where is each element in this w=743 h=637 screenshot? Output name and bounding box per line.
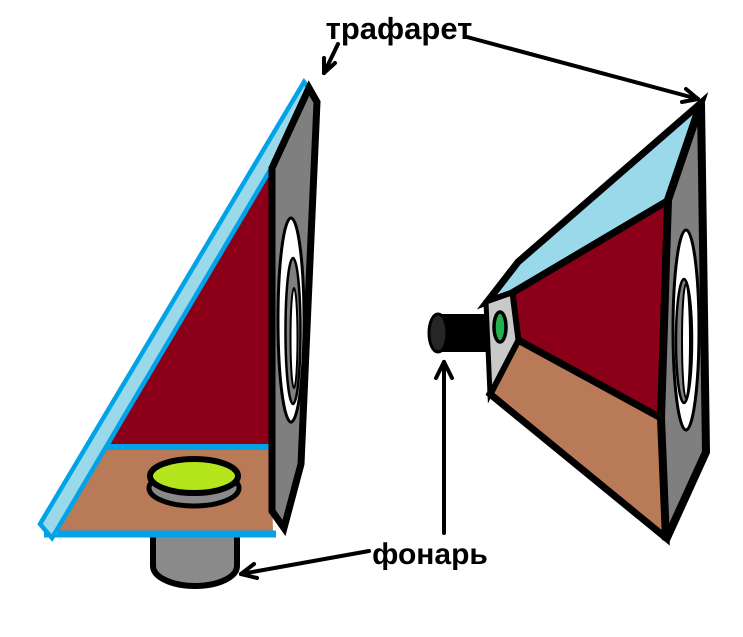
flashlight (427, 312, 491, 354)
left-pyramid (37, 77, 321, 589)
arrow-lantern-up (434, 360, 454, 535)
flashlight-end-cap (427, 312, 449, 354)
lantern-label: фонарь (372, 538, 488, 571)
apex-lamp-ellipse (492, 310, 508, 344)
stencil-label: трафарет (326, 11, 473, 46)
annotations (239, 35, 700, 580)
arrow-lantern-left (239, 549, 371, 580)
arrow-stencil-right (465, 35, 700, 104)
left-panel-ellipse-inner (289, 287, 299, 389)
puck-top (147, 456, 241, 496)
arrow-stencil-left (322, 42, 340, 75)
lantern-cylinder (150, 525, 240, 589)
lamp-puck (146, 456, 242, 509)
right-panel-ellipse-inner (681, 283, 691, 399)
right-pyramid (427, 92, 711, 546)
